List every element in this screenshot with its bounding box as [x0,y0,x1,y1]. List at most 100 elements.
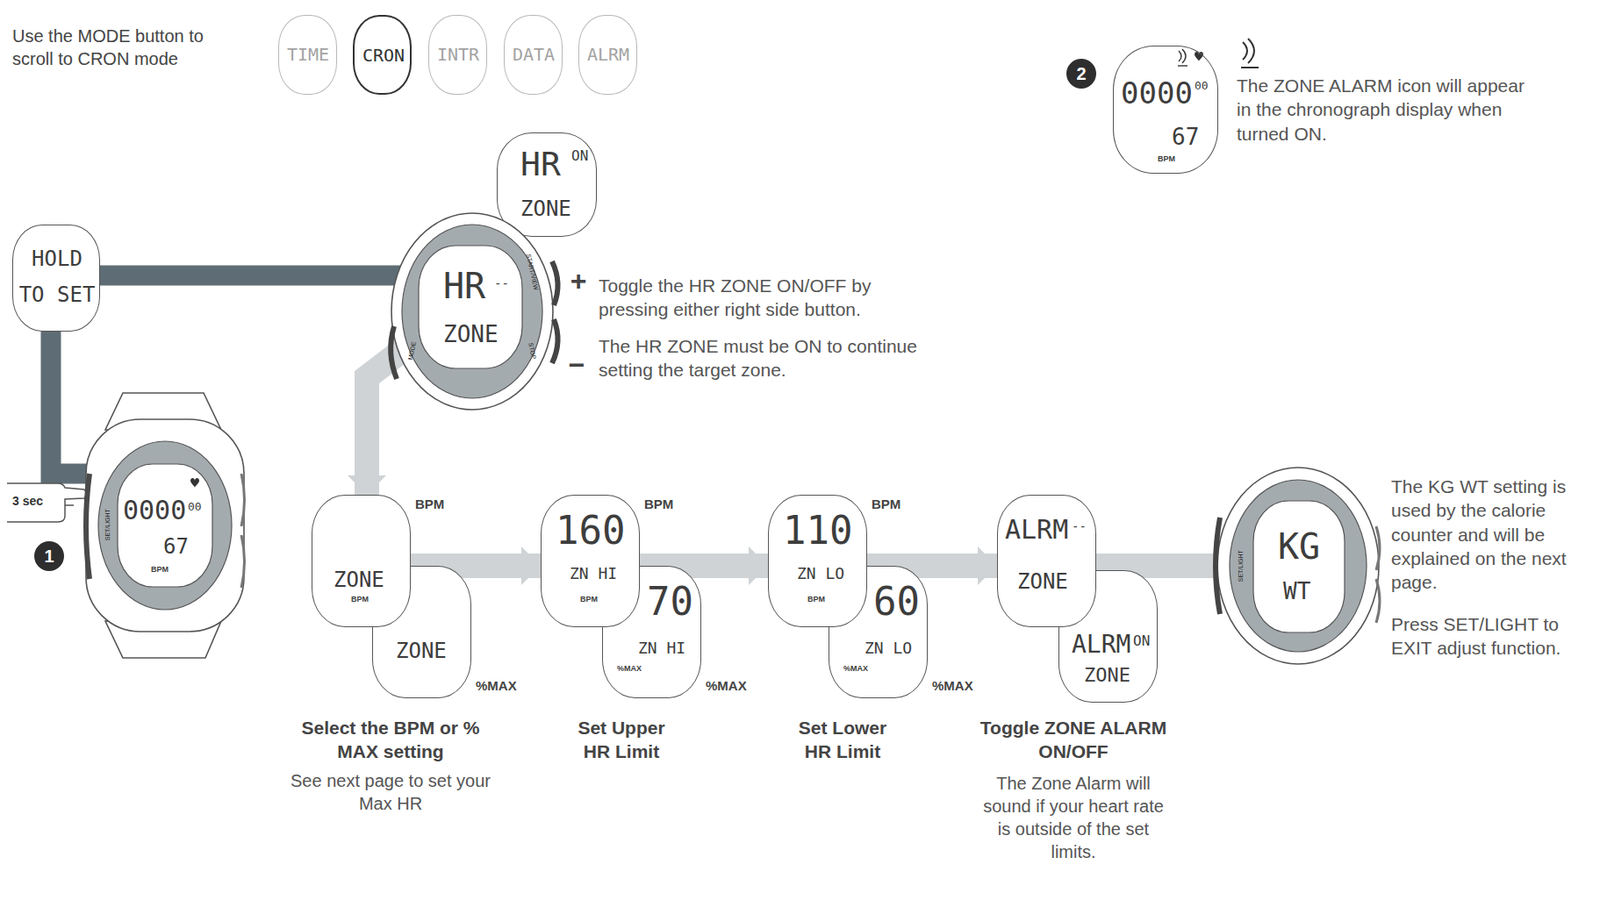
lcd-text: 00 [1194,79,1209,92]
instruction-text: Toggle the HR ZONE ON/OFF by pressing ei… [598,273,924,323]
lcd-text: ZN HI [638,640,686,657]
lcd-text: 110 [782,511,853,551]
zone-alarm-icon [1177,64,1188,66]
lcd-text: BPM [351,595,369,604]
lcd-screen: 00000067BPM [1112,45,1219,174]
unit-heading: BPM [415,497,445,511]
lcd-text: KG [1277,529,1321,565]
lcd-text: 00 [187,501,202,513]
zone-alarm-icon [1248,38,1255,64]
mode-screen: ALRM [578,14,638,95]
watch-illustration [552,261,559,306]
lcd-text: HR [443,268,486,304]
lcd-screen: HR ON ZONE [496,132,597,237]
hold-screen: HOLD TO SET [12,224,101,332]
lcd-text: ZN LO [864,640,912,657]
watch-screen: KG WT [1253,501,1345,633]
zone-alarm-icon [1242,42,1248,60]
lcd-text: %MAX [843,665,869,674]
lcd-text: BPM [150,566,169,574]
mode-screen: DATA [503,14,563,95]
lcd-text: 0000 [122,497,187,524]
lcd-text: ZONE [1083,666,1131,686]
zone-alarm-icon [1241,66,1259,69]
lcd-text: -- [1071,520,1087,533]
unit-heading: %MAX [932,679,974,693]
lcd-text: ZONE [443,322,499,346]
lcd-text: TIME [286,45,330,64]
pointing-hand [64,504,74,507]
mode-screen: TIME [278,14,338,95]
button-label: SET/LIGHT [1237,539,1245,593]
lcd-text: ZONE [395,640,447,662]
unit-heading: BPM [871,497,901,511]
lcd-text: WT [1283,580,1311,603]
watch-illustration [1253,501,1345,633]
watch-illustration [390,213,558,410]
callout-number: 2 [1066,58,1097,89]
callout-circle [1066,58,1097,89]
minus-sign: − [564,351,589,380]
zone-alarm-icon [1182,49,1186,64]
watch-illustration [1229,480,1367,653]
lcd-text: ALRM [1004,516,1069,544]
lcd-text: ON [571,149,589,164]
lcd-text: BPM [580,595,598,604]
mode-screen: CRON [352,14,412,95]
step-caption: Toggle ZONE ALARM ON/OFF [963,716,1184,765]
watch-illustration [190,478,200,488]
watch-screen: HR -- ZONE [418,245,523,369]
step-caption: Select the BPM or % MAX setting [289,716,492,765]
button-label: SET/LIGHT [104,498,112,552]
callout-number: 1 [34,541,65,572]
watch-illustration [418,245,523,369]
lcd-text: HR [520,147,561,181]
connector-bar [100,265,419,287]
plus-sign: + [566,266,591,295]
watch-screen: 000000 67BPM [117,464,213,588]
step-note: See next page to set your Max HR [289,769,492,816]
lcd-text: 60 [873,582,920,622]
watch-illustration [1215,467,1380,665]
instruction-text: The KG WT setting is used by the calorie… [1391,474,1592,595]
lcd-screen: BPM160ZN HIBPM [540,495,640,628]
watch-illustration [241,535,245,589]
instruction-text: The HR ZONE must be ON to continue setti… [598,334,924,383]
pointing-hand [7,483,87,523]
watch-illustration [86,473,90,580]
lcd-text: ZONE [520,198,572,220]
pointing-hand [7,483,87,523]
mode-screen: INTR [428,14,488,95]
lcd-text: ZN LO [796,566,845,582]
lcd-text: ZONE [1017,571,1069,593]
watch-illustration [401,224,543,399]
zone-alarm-icon [1241,38,1259,68]
lcd-text: -- [494,277,510,290]
hold-duration: 3 sec [12,494,58,510]
heart-icon [1194,51,1204,62]
instruction-text: Press SET/LIGHT to EXIT adjust function. [1391,612,1592,661]
step-caption: Set Lower HR Limit [785,716,900,765]
watch-illustration [1376,526,1380,571]
lcd-text: HOLD TO SET [16,241,98,314]
lcd-text: 70 [646,582,694,622]
watch-illustration [1217,467,1379,665]
watch-illustration [1376,579,1380,624]
unit-heading: %MAX [705,679,747,693]
lcd-screen: BPM110ZN LOBPM [767,495,868,628]
lcd-text: INTR [437,45,480,64]
watch-illustration [391,213,553,410]
lcd-text: 160 [555,511,625,551]
lcd-text: ZONE [333,569,385,591]
zone-alarm-icon [1177,49,1188,66]
unit-heading: %MAX [475,679,517,693]
watch-illustration [552,319,559,364]
instruction-text: The ZONE ALARM icon will appear in the c… [1236,73,1527,146]
unit-heading: BPM [644,497,674,511]
watch-illustration [98,441,232,610]
lcd-screen: BPMZONEBPM [311,495,411,628]
lcd-text: 67 [163,536,189,558]
